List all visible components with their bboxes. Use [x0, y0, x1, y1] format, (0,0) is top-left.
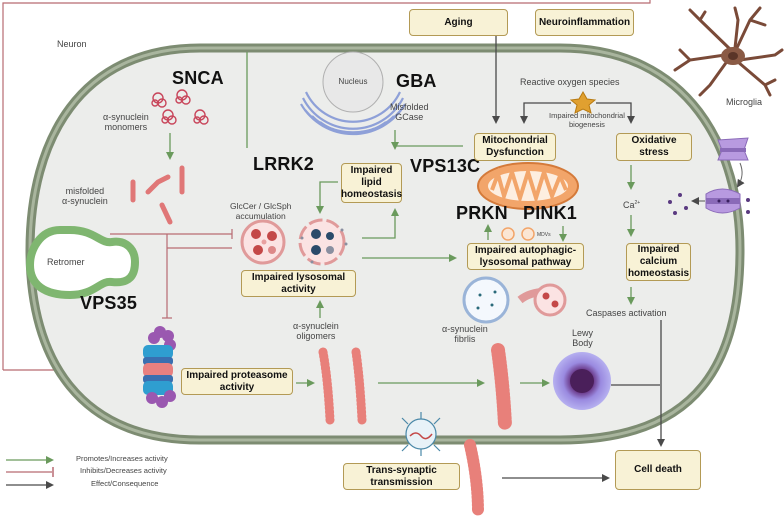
nucleus-icon [322, 51, 384, 113]
impaired-biogenesis-label: Impaired mitochondrial biogenesis [549, 111, 625, 129]
asyn-fibrils-label: α-synuclein fibrlis [442, 324, 488, 345]
box-trans-synaptic: Trans-synaptic transmission [343, 463, 460, 490]
neuron-frame-line [2, 0, 651, 370]
mitochondrion-icon [477, 162, 579, 210]
extracellular-fibril-icon [464, 439, 484, 518]
alpha-synuclein-oligomer-icons [318, 347, 367, 425]
mdv-icon [501, 227, 515, 241]
gene-gba: GBA [396, 71, 437, 91]
glccer-label: GlcCer / GlcSph accumulation [230, 201, 292, 221]
effect-arrows [492, 30, 665, 482]
box-neuroinflammation: Neuroinflammation [535, 9, 634, 36]
legend-inhibit-label: Inhibits/Decreases activity [80, 466, 167, 475]
ros-star-icon [569, 90, 597, 114]
box-impaired-lipid: Impaired lipid homeostasis [341, 163, 402, 203]
ca-label: Ca2+ [623, 200, 640, 210]
misfolded-alpha-synuclein-icons [130, 165, 185, 225]
caspases-label: Caspases activation [586, 308, 667, 318]
autolysosome-icon [462, 276, 567, 324]
ca-superscript: 2+ [634, 200, 641, 206]
lysosome-icon [240, 219, 286, 265]
gene-prkn: PRKN [456, 203, 508, 223]
box-impaired-lysosomal: Impaired lysosomal activity [241, 270, 356, 297]
alpha-synuclein-fibril-icon [491, 343, 512, 432]
box-impaired-proteasome: Impaired proteasome activity [181, 368, 293, 395]
endoplasmic-reticulum-icon [300, 91, 406, 136]
ion-channel-icon [668, 137, 750, 215]
microglia-icon [673, 6, 784, 97]
mdvs-label: MDVs [537, 232, 551, 238]
gene-vps35: VPS35 [80, 293, 138, 313]
exosome-icon [401, 412, 441, 456]
misfolded-asyn-label: misfolded α-synuclein [62, 186, 108, 207]
promote-arrows [166, 52, 635, 387]
retromer-icon [25, 226, 140, 300]
gene-vps13c: VPS13C [410, 156, 481, 176]
gene-lrrk2: LRRK2 [253, 154, 315, 174]
microglia-label: Microglia [726, 97, 763, 107]
alpha-synuclein-monomer-icons [151, 89, 209, 125]
inhibit-arrows [110, 229, 233, 319]
mdv-icon [521, 227, 535, 241]
box-cell-death: Cell death [615, 450, 701, 490]
box-aging: Aging [409, 9, 508, 36]
neuron-label: Neuron [57, 39, 87, 49]
box-impaired-calcium: Impaired calcium homeostasis [626, 243, 691, 281]
gene-pink1: PINK1 [523, 203, 578, 223]
retromer-label: Retromer [47, 257, 85, 267]
lewy-body-label: Lewy Body [572, 328, 594, 349]
damaged-lysosome-icon [298, 218, 348, 266]
box-oxidative-stress: Oxidative stress [616, 133, 692, 161]
legend-effect-label: Effect/Consequence [91, 479, 159, 488]
gene-snca: SNCA [172, 68, 224, 88]
ros-label: Reactive oxygen species [520, 77, 620, 87]
box-impaired-autophagic: Impaired autophagic- lysosomal pathway [467, 243, 584, 270]
proteasome-icon [143, 326, 176, 408]
ca-text: Ca [623, 200, 635, 210]
box-mitochondrial-dysfunction: Mitochondrial Dysfunction [474, 133, 556, 161]
misfolded-gcase-label: Misfolded GCase [390, 102, 429, 123]
asyn-oligomers-label: α-synuclein oligomers [293, 321, 339, 342]
asyn-monomers-label: α-synuclein monomers [103, 112, 149, 133]
legend-promote-label: Promotes/Increases activity [76, 454, 168, 463]
nucleus-label: Nucleus [338, 77, 368, 86]
